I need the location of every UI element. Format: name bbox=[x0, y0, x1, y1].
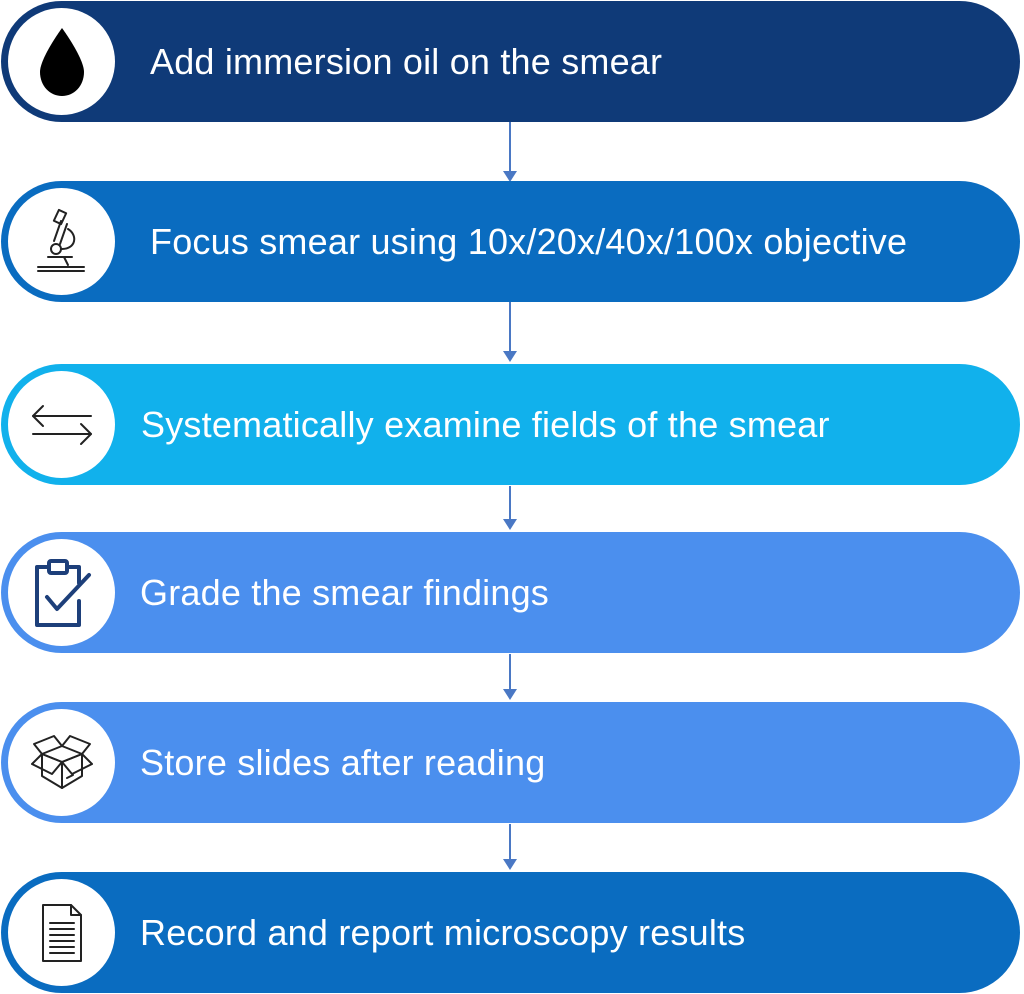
step-icon-circle bbox=[8, 8, 115, 115]
connector-line bbox=[509, 486, 511, 520]
connector-arrowhead bbox=[503, 689, 517, 700]
step-label: Record and report microscopy results bbox=[140, 912, 746, 953]
step-grade-findings: Grade the smear findings bbox=[1, 532, 1020, 653]
step-icon-circle bbox=[8, 188, 115, 295]
open-box-icon bbox=[30, 734, 93, 789]
arrows-left-right-icon bbox=[31, 404, 92, 445]
step-icon-circle bbox=[8, 539, 115, 646]
clipboard-check-icon bbox=[34, 558, 91, 627]
connector-arrowhead bbox=[503, 351, 517, 362]
step-add-oil: Add immersion oil on the smear bbox=[1, 1, 1020, 122]
document-icon bbox=[41, 903, 82, 962]
oil-drop-icon bbox=[39, 27, 84, 96]
step-record-report: Record and report microscopy results bbox=[1, 872, 1020, 993]
connector-arrowhead bbox=[503, 859, 517, 870]
connector-arrowhead bbox=[503, 519, 517, 530]
step-label: Grade the smear findings bbox=[140, 572, 550, 613]
step-focus: Focus smear using 10x/20x/40x/100x objec… bbox=[1, 181, 1020, 302]
connector-arrowhead bbox=[503, 171, 517, 182]
step-icon-circle bbox=[8, 879, 115, 986]
step-store-slides: Store slides after reading bbox=[1, 702, 1020, 823]
step-icon-circle bbox=[8, 709, 115, 816]
connector-line bbox=[509, 654, 511, 690]
step-label: Systematically examine fields of the sme… bbox=[141, 404, 830, 445]
step-examine-fields: Systematically examine fields of the sme… bbox=[1, 364, 1020, 485]
microscope-icon bbox=[36, 208, 85, 272]
connector-line bbox=[509, 302, 511, 352]
step-label: Add immersion oil on the smear bbox=[150, 41, 663, 82]
step-icon-circle bbox=[8, 371, 115, 478]
connector-line bbox=[509, 122, 511, 172]
connector-line bbox=[509, 824, 511, 860]
step-label: Store slides after reading bbox=[140, 742, 546, 783]
step-label: Focus smear using 10x/20x/40x/100x objec… bbox=[150, 221, 908, 262]
